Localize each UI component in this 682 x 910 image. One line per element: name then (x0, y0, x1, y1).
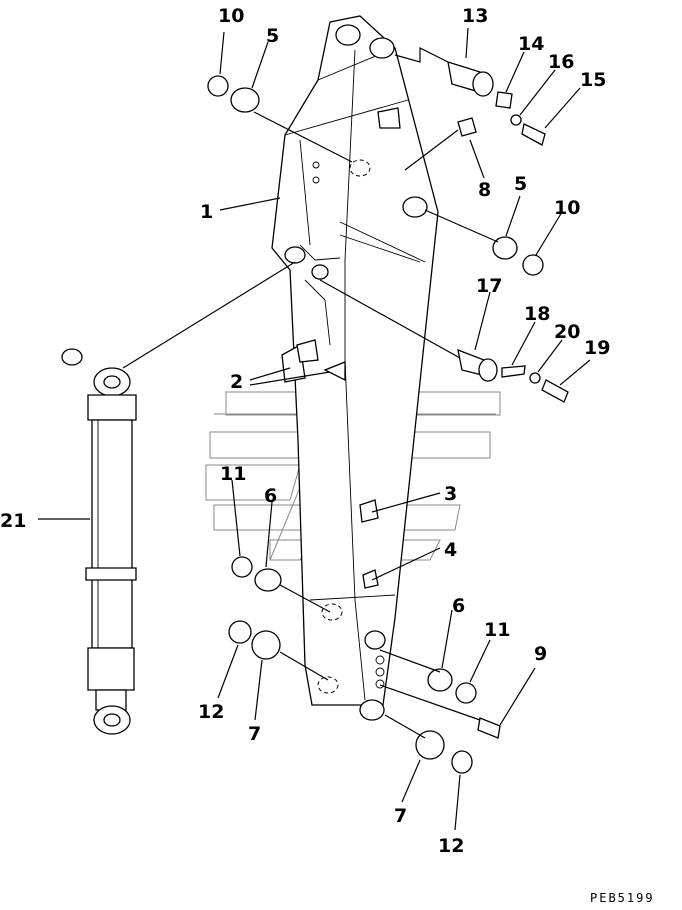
callout-7: 7 (394, 805, 407, 827)
bushing-7-left (251, 630, 281, 660)
bolt-19 (541, 379, 569, 403)
callout-17: 17 (476, 275, 502, 297)
callout-5: 5 (266, 25, 279, 47)
pin-17 (457, 348, 498, 382)
plate-4 (362, 569, 379, 589)
callout-3: 3 (444, 483, 457, 505)
bracket-2 (296, 339, 319, 363)
bushing-7-right (415, 730, 445, 760)
callout-16: 16 (548, 51, 574, 73)
callout-13: 13 (462, 5, 488, 27)
nut-11-right (455, 682, 477, 704)
bushing-6-right (427, 668, 453, 692)
callout-11: 11 (484, 619, 510, 641)
callout-20: 20 (554, 321, 580, 343)
callout-6: 6 (264, 485, 277, 507)
fitting-8 (457, 117, 477, 137)
callout-10: 10 (218, 5, 244, 27)
callout-11: 11 (220, 463, 246, 485)
callout-21: 21 (0, 510, 26, 532)
callout-10: 10 (554, 197, 580, 219)
cylinder-21 (61, 348, 137, 735)
callout-8: 8 (478, 179, 491, 201)
callout-9: 9 (534, 643, 547, 665)
callout-5: 5 (514, 173, 527, 195)
hidden-hole-mid (321, 603, 343, 621)
bushing-5-right (492, 236, 518, 260)
nut-12-right (451, 750, 473, 774)
callout-12: 12 (198, 701, 224, 723)
hidden-hole-lower (317, 676, 339, 694)
callout-7: 7 (248, 723, 261, 745)
callout-12: 12 (438, 835, 464, 857)
callout-labels: 1051314161581510171820192311642161191277… (0, 5, 610, 857)
callout-4: 4 (444, 539, 457, 561)
nut-10-top (207, 75, 229, 97)
drawing-code: PEB5199 (590, 891, 655, 905)
callout-19: 19 (584, 337, 610, 359)
nut-11-left (231, 556, 253, 578)
callout-18: 18 (524, 303, 550, 325)
washer-16 (510, 114, 522, 126)
plate-3 (359, 499, 379, 523)
washer-20 (529, 372, 541, 384)
nut-10-right (522, 254, 544, 276)
callout-14: 14 (518, 33, 544, 55)
leader-lines (38, 27, 591, 831)
fitting-9 (477, 717, 501, 739)
callout-1: 1 (200, 201, 213, 223)
bushing-5-top (230, 87, 260, 113)
plate-18 (501, 365, 526, 378)
bolt-15 (521, 123, 546, 146)
nut-12-left (228, 620, 252, 644)
pin-13 (447, 61, 494, 97)
plate-2b (323, 361, 346, 382)
callout-2: 2 (230, 371, 243, 393)
arm-body (271, 15, 439, 721)
hidden-hole-upper (349, 159, 371, 177)
plate-14 (495, 91, 513, 109)
callout-6: 6 (452, 595, 465, 617)
bracket-top (377, 107, 401, 129)
bushing-6-left (254, 568, 282, 592)
callout-15: 15 (580, 69, 606, 91)
